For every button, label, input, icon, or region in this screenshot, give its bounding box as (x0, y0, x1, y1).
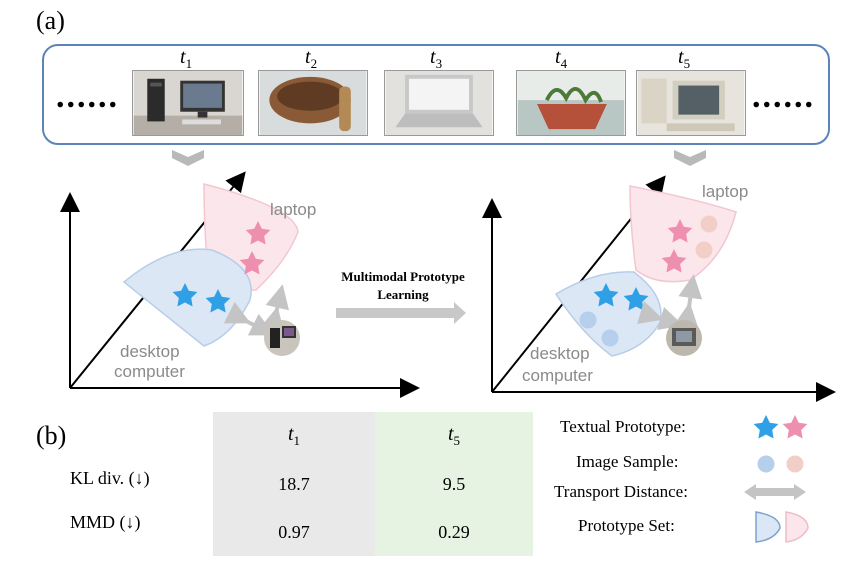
pink-dot-right-1 (700, 215, 718, 233)
laptop-image (384, 70, 494, 136)
blue-star-left-1 (172, 283, 198, 307)
image-sample-left (264, 320, 300, 356)
blue-dot-right-2 (601, 329, 619, 347)
left-embedding-plot (60, 171, 420, 398)
timestep-label-5: t5 (678, 46, 691, 71)
transport-arrow-right-2 (637, 301, 684, 331)
table-row: 0.97 0.29 (213, 508, 533, 556)
panel-b-label: (b) (36, 421, 67, 450)
crt-computer-image (636, 70, 746, 136)
mpl-line2: Learning (377, 287, 429, 302)
down-chevron-left (172, 150, 204, 166)
timestep-label-1: t1 (180, 46, 193, 71)
legend-transport-arrow (744, 484, 806, 500)
mortar-image (258, 70, 368, 136)
desktop-label-left-line2: computer (114, 362, 185, 381)
legend-pink-dot (786, 455, 804, 473)
timestep-label-4: t4 (555, 46, 568, 71)
pink-star-right-1 (667, 219, 693, 243)
legend-transport-distance: Transport Distance: (554, 482, 688, 501)
laptop-label-left: laptop (270, 200, 317, 219)
learning-arrow (336, 302, 466, 324)
down-chevron-right (674, 150, 706, 166)
table-cell: 9.5 (375, 460, 533, 508)
table-cell: 0.97 (213, 508, 375, 556)
row-label-kl: KL div. (↓) (70, 468, 150, 488)
image-sample-right (666, 320, 702, 356)
mpl-line1: Multimodal Prototype (341, 269, 465, 284)
right-embedding-plot (482, 175, 836, 402)
transport-arrow-left-1 (260, 284, 290, 333)
table-header-row: t1 t5 (213, 412, 533, 460)
dots-left: ...... (56, 78, 119, 115)
legend-textual-prototype: Textual Prototype: (560, 417, 686, 436)
desktop-label-right-line2: computer (522, 366, 593, 385)
pink-dot-right-2 (695, 241, 713, 259)
legend-prototype-set: Prototype Set: (578, 516, 675, 535)
legend-image-sample: Image Sample: (576, 452, 679, 471)
laptop-label-right: laptop (702, 182, 749, 201)
blue-dot-right-1 (579, 311, 597, 329)
pink-star-left-1 (245, 221, 271, 245)
transport-arrow-right-1 (674, 274, 703, 328)
desktop-computer-image (132, 70, 244, 136)
legend-blue-star (753, 415, 779, 439)
legend-pink-prototype-set (785, 511, 809, 543)
legend-blue-prototype-set (755, 511, 781, 543)
table-header-t1: t1 (213, 412, 375, 460)
potted-plant-image (516, 70, 626, 136)
pink-star-right-2 (661, 249, 687, 273)
desktop-label-left-line1: desktop (120, 342, 180, 361)
legend-pink-star (782, 415, 808, 439)
table-cell: 18.7 (213, 460, 375, 508)
table-row: 18.7 9.5 (213, 460, 533, 508)
multimodal-prototype-learning-text: Multimodal Prototype Learning (333, 268, 473, 304)
panel-a-label: (a) (36, 6, 65, 35)
transport-arrow-left-2 (223, 301, 275, 336)
blue-star-right-1 (593, 283, 619, 307)
legend-blue-dot (757, 455, 775, 473)
metrics-table: t1 t5 18.7 9.5 0.97 0.29 (213, 412, 533, 556)
dots-right: ...... (752, 78, 815, 115)
timestep-label-2: t2 (305, 46, 318, 71)
pink-star-left-2 (239, 251, 265, 275)
row-label-mmd: MMD (↓) (70, 512, 141, 532)
timestep-label-3: t3 (430, 46, 443, 71)
table-cell: 0.29 (375, 508, 533, 556)
desktop-label-right-line1: desktop (530, 344, 590, 363)
table-header-t5: t5 (375, 412, 533, 460)
